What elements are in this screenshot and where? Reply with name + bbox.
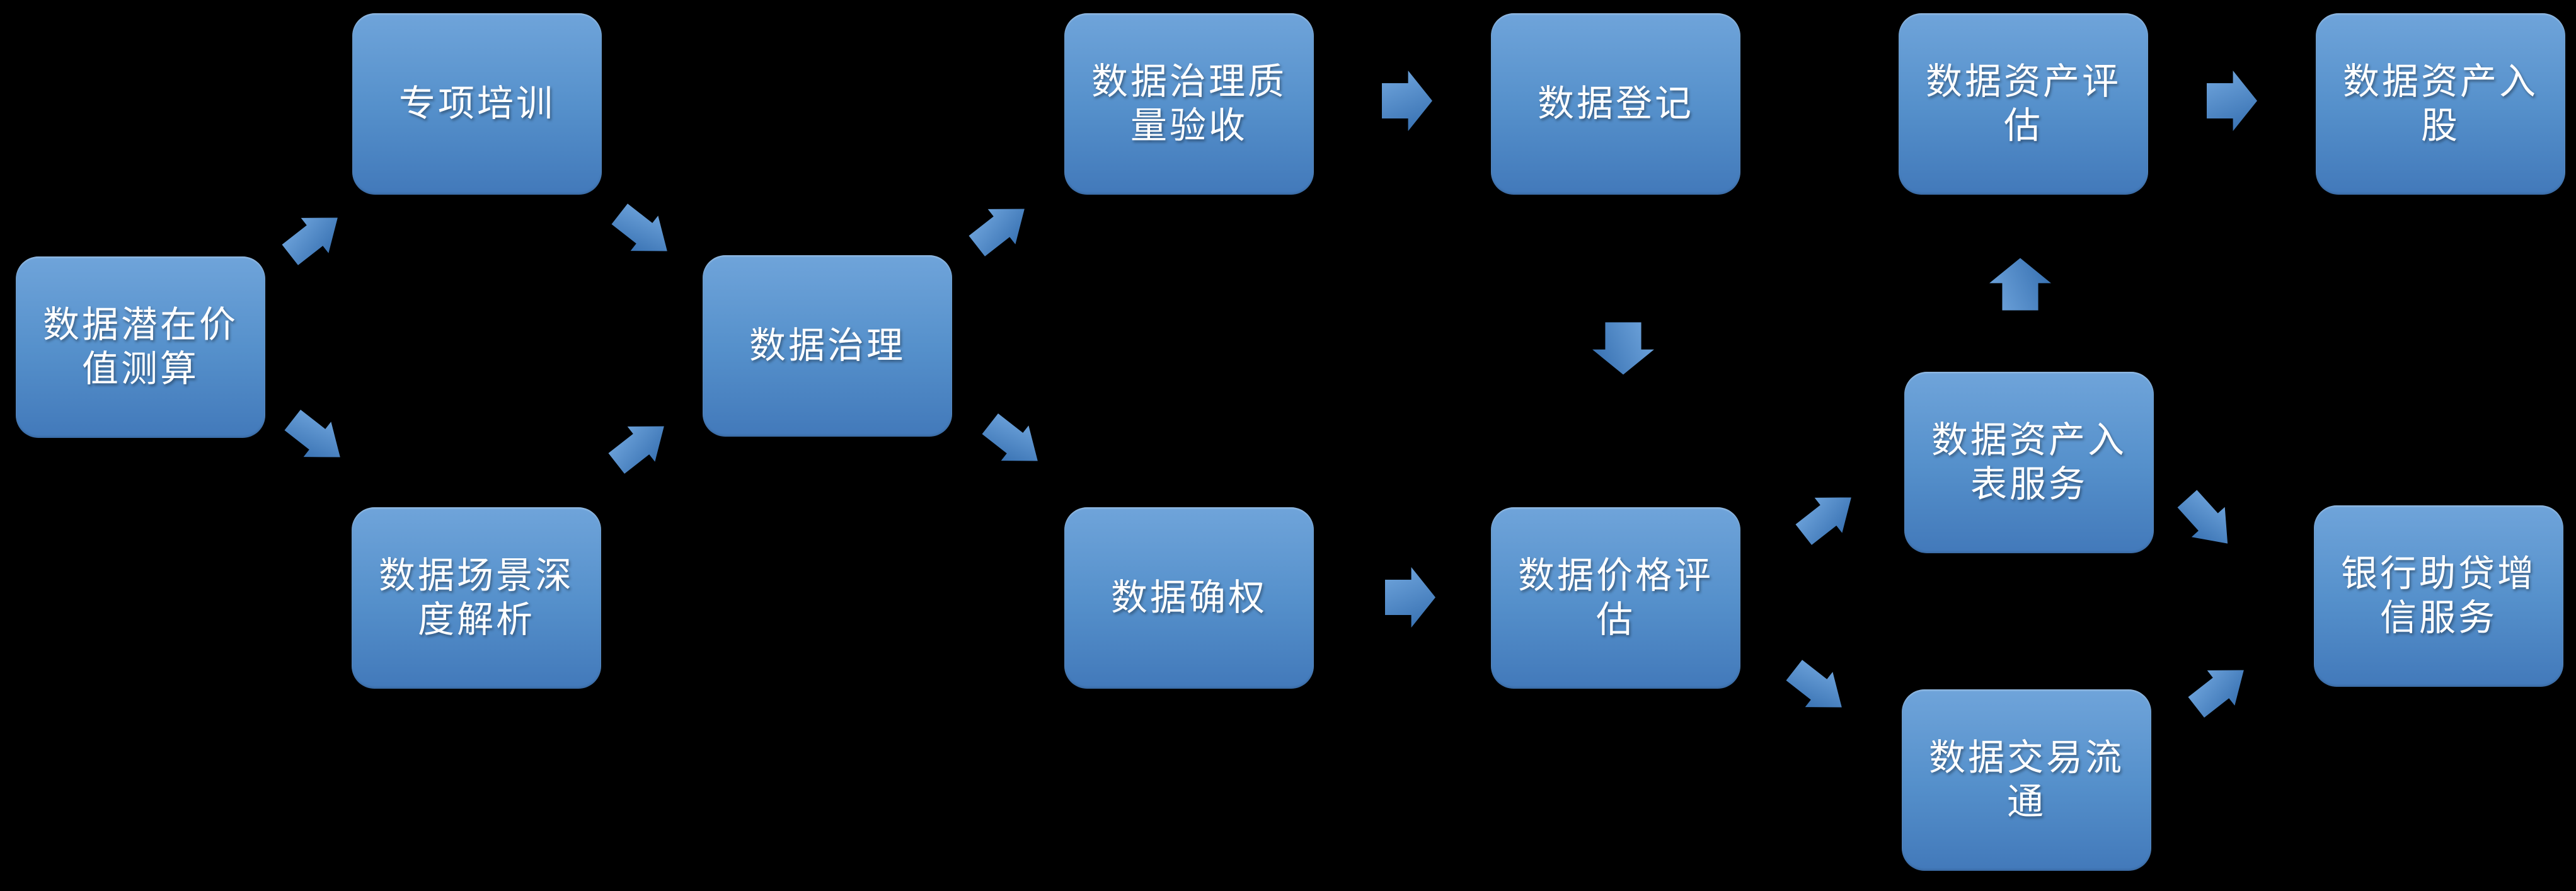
node-label: 数据场景深 度解析	[378, 555, 574, 640]
arrow-accounting-to-bank-icon	[2170, 483, 2245, 560]
arrow-potential-to-training-icon	[275, 199, 352, 273]
arrow-governance-to-quality-icon	[962, 190, 1038, 264]
node-quality-acceptance: 数据治理质 量验收	[1064, 13, 1314, 195]
node-asset-accounting: 数据资产入 表服务	[1904, 372, 2154, 553]
node-label: 数据交易流 通	[1928, 737, 2124, 822]
node-label: 数据登记	[1537, 83, 1694, 125]
node-special-training: 专项培训	[352, 13, 602, 195]
node-potential-value: 数据潜在价 值测算	[16, 256, 265, 438]
node-bank-credit: 银行助贷增 信服务	[2314, 505, 2563, 687]
node-trading-circulation: 数据交易流 通	[1902, 689, 2151, 871]
arrow-trading-to-bank-icon	[2182, 652, 2258, 725]
arrow-registration-to-price-icon	[1591, 322, 1655, 375]
node-label: 数据潜在价 值测算	[42, 304, 238, 389]
arrow-quality-to-registration-icon	[1382, 69, 1432, 132]
node-label: 专项培训	[398, 83, 555, 125]
node-label: 数据治理	[749, 325, 906, 367]
arrow-rights-to-price-icon	[1385, 566, 1435, 629]
node-label: 数据资产入 股	[2342, 61, 2538, 146]
node-label: 数据确权	[1110, 577, 1267, 619]
node-label: 银行助贷增 信服务	[2340, 553, 2536, 638]
node-label: 数据资产入 表服务	[1931, 420, 2127, 505]
node-data-registration: 数据登记	[1491, 13, 1740, 195]
arrow-evaluation-to-investment-icon	[2207, 69, 2257, 132]
arrow-scenario-to-governance-icon	[602, 408, 678, 481]
node-label: 数据资产评 估	[1925, 61, 2121, 146]
arrow-governance-to-rights-icon	[975, 405, 1052, 479]
arrow-price-to-trading-icon	[1780, 652, 1856, 725]
arrow-potential-to-scenario-icon	[278, 401, 354, 475]
arrow-price-to-accounting-icon	[1789, 479, 1865, 553]
node-data-governance: 数据治理	[703, 255, 952, 437]
arrow-training-to-governance-icon	[605, 195, 681, 269]
node-rights-confirmation: 数据确权	[1064, 507, 1314, 689]
arrow-accounting-to-evaluation-icon	[1988, 258, 2052, 311]
node-scenario-analysis: 数据场景深 度解析	[352, 507, 601, 689]
node-asset-investment: 数据资产入 股	[2316, 13, 2565, 195]
node-label: 数据价格评 估	[1517, 555, 1713, 640]
node-price-evaluation: 数据价格评 估	[1491, 507, 1740, 689]
node-label: 数据治理质 量验收	[1091, 61, 1287, 146]
node-asset-evaluation: 数据资产评 估	[1899, 13, 2148, 195]
